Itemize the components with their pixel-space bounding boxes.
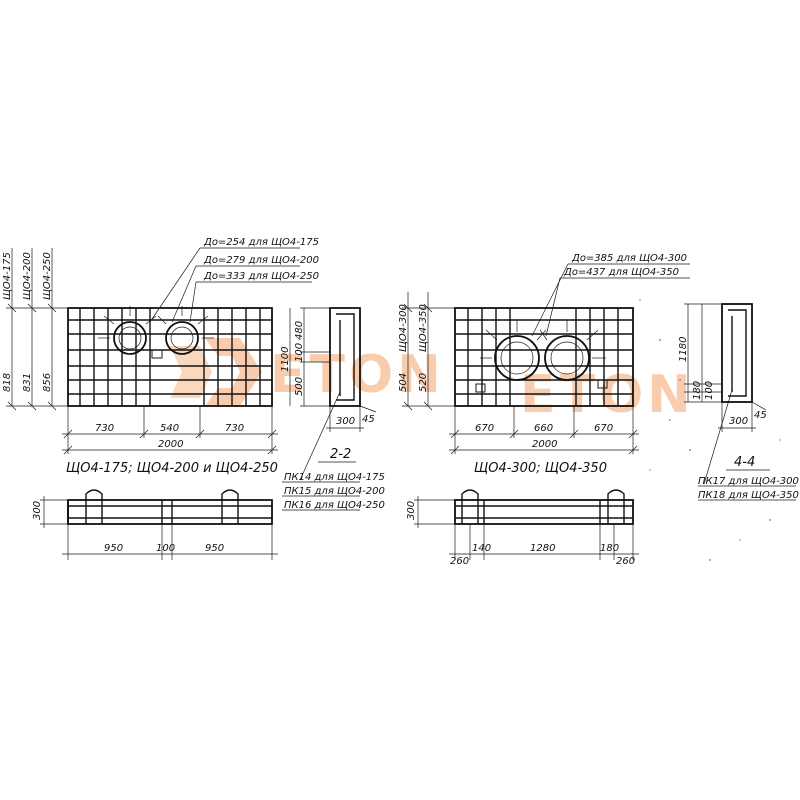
left-vert-dim-3: 856 [42, 373, 53, 392]
left-plan-dim-1: 950 [104, 543, 123, 554]
right-vert-label-2: ЩО4-350 [418, 304, 429, 352]
section-2-2-dim-1: 1100 [280, 347, 291, 372]
right-plan-dim-4: 180 [600, 543, 619, 554]
section-2-2-dim-3: 100 [294, 343, 305, 362]
left-plan-dim-2: 100 [156, 543, 175, 554]
section-4-4-width: 300 [729, 416, 748, 427]
left-callout-2: Дo=279 для ЩО4-200 [203, 255, 319, 266]
section-4-4-dim-3: 100 [704, 381, 715, 400]
right-plan-outline [454, 499, 634, 525]
left-panel-outline [67, 307, 273, 407]
left-caption: ЩО4-175; ЩО4-200 и ЩО4-250 [66, 461, 278, 476]
left-vert-dim-1: 818 [2, 373, 13, 392]
left-vert-dim-2: 831 [22, 373, 33, 392]
watermark-logo-icon [170, 338, 262, 406]
section-4-4-note-2: ПК18 для ЩО4-350 [698, 490, 799, 501]
watermark: ETON ETON [170, 338, 695, 425]
right-panel-outline [454, 307, 634, 407]
left-bottom-dim-lines [62, 406, 278, 455]
section-4-4-small: 45 [754, 410, 767, 421]
section-2-2-title: 2-2 [330, 447, 351, 462]
right-dim-bottom-2: 660 [534, 423, 553, 434]
left-plan-dim-3: 950 [205, 543, 224, 554]
section-4-4-outline [721, 303, 753, 403]
left-dim-bottom-2: 540 [160, 423, 179, 434]
section-4-4-note-leaders [698, 389, 796, 501]
right-plan-height: 300 [406, 501, 417, 520]
section-2-2-width: 300 [336, 416, 355, 427]
section-2-2-dim-4: 500 [294, 377, 305, 396]
left-dim-bottom-3: 730 [225, 423, 244, 434]
scan-speckles [639, 299, 781, 561]
left-vert-dim-lines [6, 248, 68, 411]
left-callout-1: Дo=254 для ЩО4-175 [203, 237, 319, 248]
left-plan-height: 300 [32, 501, 43, 520]
right-openings [475, 320, 608, 393]
section-2-2-small: 45 [362, 414, 375, 425]
left-vert-label-1: ЩО4-175 [2, 252, 13, 300]
left-dim-overall: 2000 [158, 439, 183, 450]
right-dim-bottom-1: 670 [475, 423, 494, 434]
section-2-2-outline [329, 307, 361, 407]
right-vert-dim-2: 520 [418, 373, 429, 392]
right-plan-view: 300 260 140 1280 180 260 [406, 489, 639, 567]
left-plan-view: 300 950 100 950 [32, 489, 278, 560]
section-4-4-dim-1: 1180 [678, 337, 689, 362]
right-plan-dim-2: 140 [472, 543, 491, 554]
right-elevation: ЩО4-300 ЩО4-350 504 520 Дo=385 для ЩО4-3… [398, 253, 690, 476]
right-callout-2: Дo=437 для ЩО4-350 [563, 267, 679, 278]
right-rebar-vertical [467, 308, 619, 406]
section-2-2-note-leaders [282, 391, 360, 511]
section-4-4: 1180 180 100 300 45 4-4 ПК17 для ЩО4-300… [678, 303, 799, 501]
section-2-2-dim-2: 480 [294, 321, 305, 340]
left-elevation: ЩО4-175 ЩО4-200 ЩО4-250 818 831 856 Дo=2… [2, 237, 319, 476]
left-openings [98, 306, 214, 359]
right-plan-dim-5: 260 [616, 556, 635, 567]
right-caption: ЩО4-300; ЩО4-350 [474, 461, 607, 476]
section-4-4-dim-2: 180 [692, 381, 703, 400]
section-4-4-title: 4-4 [734, 455, 755, 470]
right-dim-overall: 2000 [532, 439, 557, 450]
left-dim-bottom-1: 730 [95, 423, 114, 434]
right-bottom-dim-lines [449, 406, 639, 455]
section-4-4-note-1: ПК17 для ЩО4-300 [698, 476, 799, 487]
right-vert-dim-lines [402, 292, 455, 411]
right-callout-leaders [531, 263, 690, 337]
left-rebar-vertical [79, 308, 261, 406]
right-plan-dim-3: 1280 [530, 543, 555, 554]
left-rebar-horizontal [68, 319, 272, 395]
left-vert-label-2: ЩО4-200 [22, 252, 33, 300]
right-vert-dim-1: 504 [398, 373, 409, 392]
section-2-2-note-2: ПК15 для ЩО4-200 [284, 486, 385, 497]
left-callout-3: Дo=333 для ЩО4-250 [203, 271, 319, 282]
section-2-2-note-3: ПК16 для ЩО4-250 [284, 500, 385, 511]
section-2-2-note-1: ПК14 для ЩО4-175 [284, 472, 385, 483]
right-plan-dim-1: 260 [450, 556, 469, 567]
watermark-text-left: ETON [270, 345, 445, 405]
watermark-text-right: ETON [520, 365, 695, 425]
left-callout-leaders [149, 247, 312, 323]
right-dim-bottom-3: 670 [594, 423, 613, 434]
right-vert-label-1: ЩО4-300 [398, 304, 409, 352]
left-plan-outline [67, 499, 273, 525]
section-2-2: 1100 480 100 500 300 45 2-2 ПК14 для ЩО4… [280, 307, 385, 511]
left-vert-label-3: ЩО4-250 [42, 252, 53, 300]
right-callout-1: Дo=385 для ЩО4-300 [571, 253, 687, 264]
